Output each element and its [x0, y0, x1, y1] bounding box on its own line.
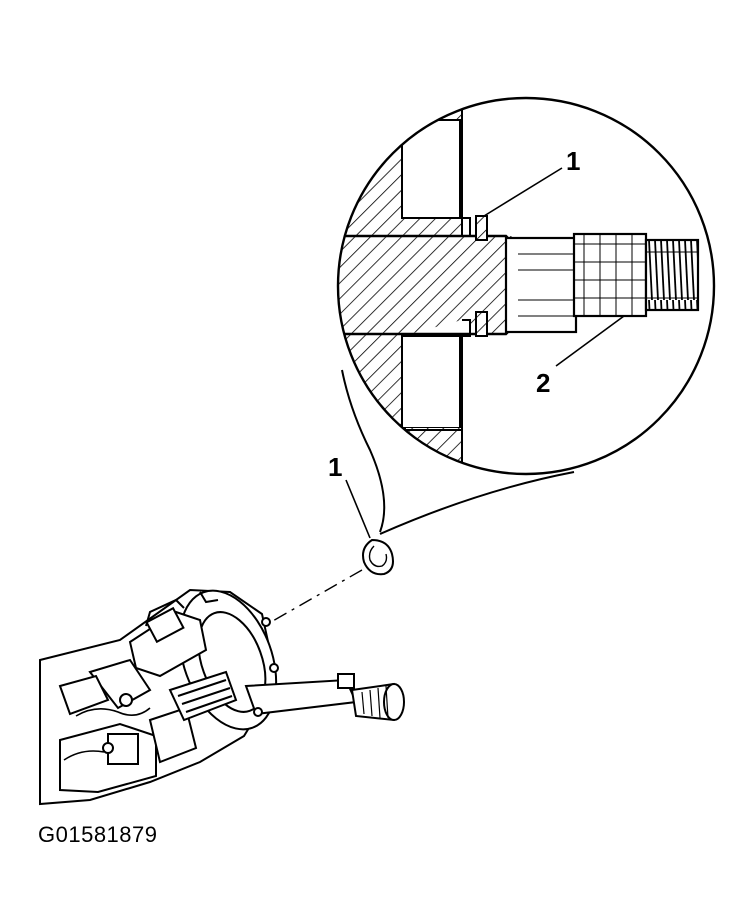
transmission-assembly — [39, 588, 405, 806]
callout-2-detail: 2 — [536, 368, 550, 398]
leader-line-1-detail — [483, 167, 563, 217]
housing-pocket-upper — [401, 119, 461, 219]
shaft-center-line — [221, 569, 363, 651]
retaining-ring-section — [475, 215, 488, 337]
detail-circle — [336, 96, 716, 476]
detail-connector — [341, 369, 575, 535]
detail-view: 1 2 — [336, 96, 716, 476]
retaining-ring — [362, 538, 394, 576]
leader-line-2-detail — [555, 315, 625, 367]
callout-1-detail: 1 — [566, 146, 580, 176]
callout-1-overview: 1 — [328, 452, 342, 482]
output-shaft — [504, 232, 700, 334]
shaft-section — [338, 236, 520, 334]
leader-line-1-overview — [345, 479, 371, 539]
housing-pocket-lower — [401, 335, 461, 429]
figure-id-label: G01581879 — [38, 822, 158, 847]
